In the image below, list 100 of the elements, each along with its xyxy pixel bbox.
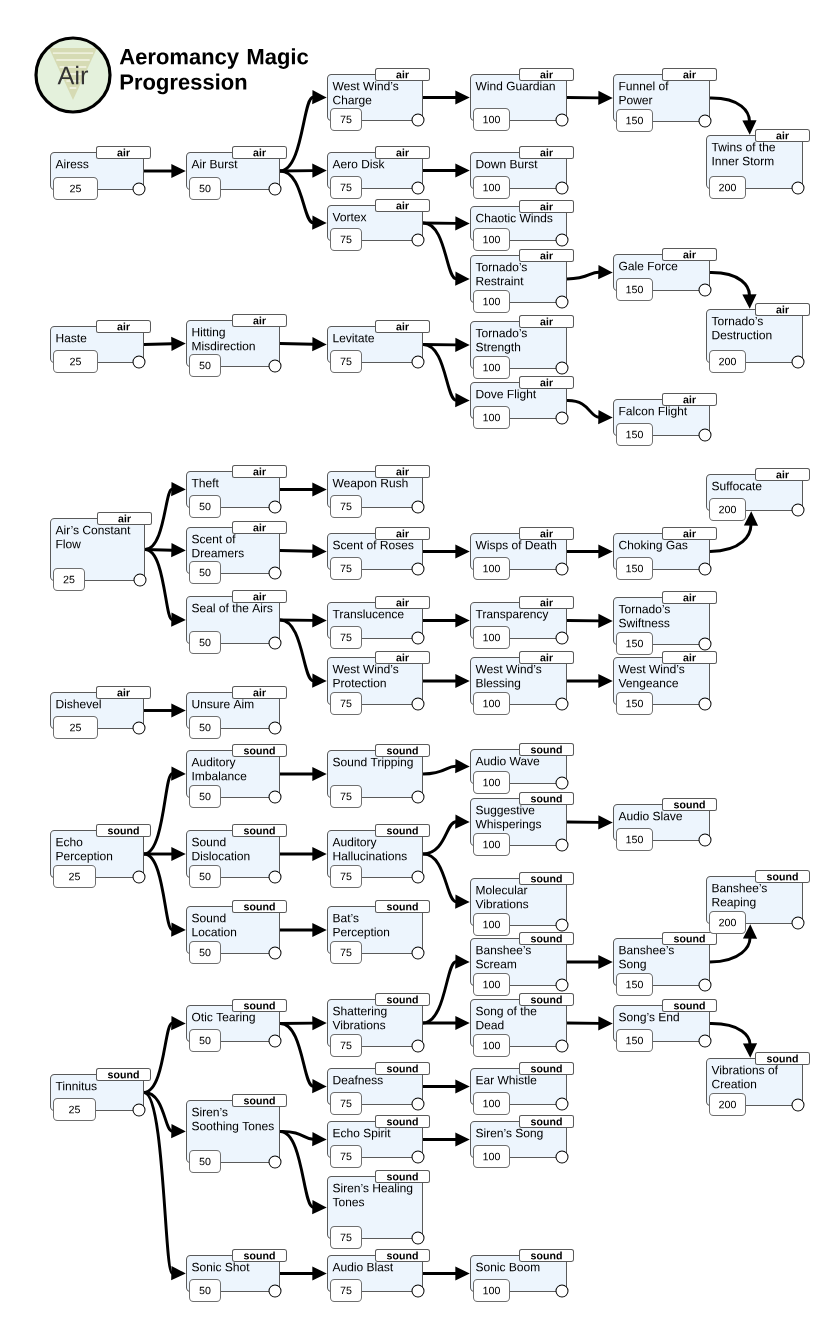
element-tag: air xyxy=(662,248,717,261)
cost-box: 200 xyxy=(709,911,746,934)
cost-box: 75 xyxy=(330,228,362,251)
element-tag: air xyxy=(662,68,717,81)
element-tag: air xyxy=(232,590,287,603)
element-tag: air xyxy=(375,68,430,81)
cost-box: 50 xyxy=(189,177,221,200)
element-tag: sound xyxy=(519,1249,574,1262)
element-tag: sound xyxy=(375,1249,430,1262)
element-tag: air xyxy=(519,146,574,159)
element-tag: air xyxy=(97,512,152,525)
cost-box: 100 xyxy=(473,1279,510,1302)
element-tag: sound xyxy=(519,792,574,805)
cost-box: 50 xyxy=(189,1279,221,1302)
cost-box: 100 xyxy=(473,1092,510,1115)
element-tag: sound xyxy=(232,1249,287,1262)
cost-box: 50 xyxy=(189,1150,221,1173)
cost-box: 25 xyxy=(53,1098,96,1121)
element-tag: air xyxy=(96,320,151,333)
cost-box: 100 xyxy=(473,176,510,199)
cost-box: 25 xyxy=(53,865,96,888)
cost-box: 100 xyxy=(473,557,510,580)
element-tag: air xyxy=(375,465,430,478)
element-tag: sound xyxy=(519,872,574,885)
cost-box: 100 xyxy=(473,1034,510,1057)
element-tag: air xyxy=(375,146,430,159)
element-tag: air xyxy=(519,651,574,664)
element-tag: sound xyxy=(96,1068,151,1081)
cost-box: 150 xyxy=(616,278,653,301)
element-tag: air xyxy=(662,591,717,604)
element-tag: air xyxy=(755,129,810,142)
cost-box: 100 xyxy=(473,228,510,251)
element-badge: Air xyxy=(34,36,112,114)
cost-box: 25 xyxy=(53,177,98,200)
element-tag: air xyxy=(519,527,574,540)
cost-box: 50 xyxy=(189,865,221,888)
cost-box: 150 xyxy=(616,828,653,851)
element-tag: air xyxy=(232,146,287,159)
cost-box: 100 xyxy=(473,290,510,313)
cost-box: 100 xyxy=(473,973,510,996)
cost-box: 75 xyxy=(330,557,362,580)
cost-box: 75 xyxy=(330,1279,362,1302)
element-tag: sound xyxy=(375,993,430,1006)
cost-box: 150 xyxy=(616,692,653,715)
cost-box: 75 xyxy=(330,1092,362,1115)
cost-box: 100 xyxy=(473,356,510,379)
element-tag: sound xyxy=(375,744,430,757)
element-tag: air xyxy=(375,199,430,212)
cost-box: 150 xyxy=(616,557,653,580)
cost-box: 75 xyxy=(330,785,362,808)
cost-box: 50 xyxy=(189,631,221,654)
element-tag: sound xyxy=(375,900,430,913)
element-tag: sound xyxy=(662,999,717,1012)
element-tag: sound xyxy=(375,1115,430,1128)
element-tag: air xyxy=(519,596,574,609)
cost-box: 50 xyxy=(189,354,221,377)
element-tag: sound xyxy=(232,900,287,913)
element-tag: air xyxy=(375,651,430,664)
cost-box: 25 xyxy=(53,568,85,591)
cost-box: 200 xyxy=(709,176,746,199)
element-tag: sound xyxy=(519,743,574,756)
cost-box: 75 xyxy=(330,865,362,888)
cost-box: 150 xyxy=(616,423,653,446)
cost-box: 150 xyxy=(616,973,653,996)
cost-box: 100 xyxy=(473,913,510,936)
cost-box: 200 xyxy=(709,498,746,521)
element-tag: sound xyxy=(232,824,287,837)
element-tag: sound xyxy=(662,798,717,811)
cost-box: 200 xyxy=(709,350,746,373)
element-tag: air xyxy=(375,320,430,333)
element-tag: air xyxy=(519,249,574,262)
cost-box: 25 xyxy=(53,716,98,739)
element-tag: sound xyxy=(375,824,430,837)
cost-box: 150 xyxy=(616,1029,653,1052)
element-tag: sound xyxy=(232,744,287,757)
cost-box: 50 xyxy=(189,561,221,584)
cost-box: 50 xyxy=(189,495,221,518)
element-tag: sound xyxy=(375,1170,430,1183)
cost-box: 25 xyxy=(53,350,98,373)
cost-box: 75 xyxy=(330,108,362,131)
element-tag: sound xyxy=(96,824,151,837)
element-tag: sound xyxy=(755,1052,810,1065)
element-tag: sound xyxy=(755,870,810,883)
element-tag: air xyxy=(96,146,151,159)
element-tag: air xyxy=(662,527,717,540)
element-tag: sound xyxy=(519,1062,574,1075)
element-tag: air xyxy=(232,521,287,534)
cost-box: 50 xyxy=(189,941,221,964)
element-tag: air xyxy=(232,465,287,478)
cost-box: 75 xyxy=(330,350,362,373)
element-tag: air xyxy=(519,200,574,213)
cost-box: 50 xyxy=(189,1029,221,1052)
cost-box: 50 xyxy=(189,716,221,739)
cost-box: 100 xyxy=(473,406,510,429)
cost-box: 75 xyxy=(330,626,362,649)
cost-box: 150 xyxy=(616,632,653,655)
cost-box: 75 xyxy=(330,941,362,964)
cost-box: 75 xyxy=(330,1034,362,1057)
cost-box: 100 xyxy=(473,771,510,794)
element-tag: sound xyxy=(232,999,287,1012)
